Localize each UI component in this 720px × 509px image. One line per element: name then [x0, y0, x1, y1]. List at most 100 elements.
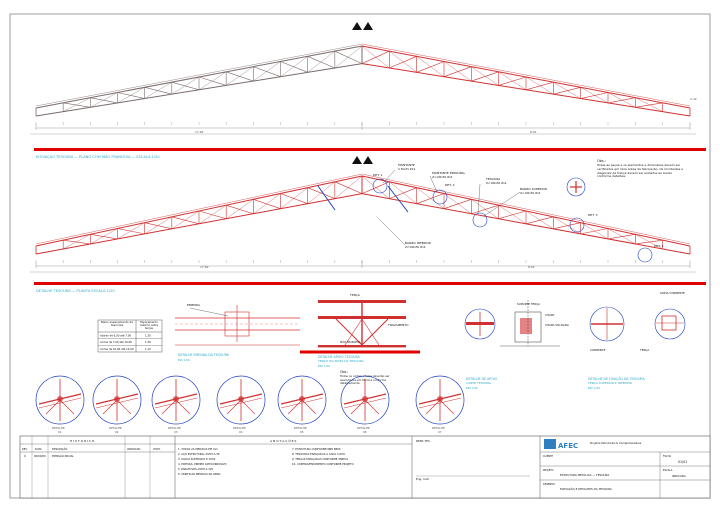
circle-detail-number: 07: [438, 430, 442, 434]
right-web-diagonal: [361, 181, 390, 194]
right-web-diagonal: [471, 204, 499, 215]
right-web-diagonal: [471, 71, 499, 82]
tb-anotacoes-header: A N O T A Ç Õ E S: [270, 438, 297, 443]
left-web-diagonal: [117, 92, 145, 99]
tb-resp-name: Eng. Civil: [416, 477, 429, 481]
circle-detail-number: 02: [115, 430, 119, 434]
right-web-diagonal-2: [580, 87, 609, 104]
spacing-table: [97, 319, 163, 353]
circle-detail-label: DETALHE: [432, 426, 445, 430]
left-web-diagonal-2: [117, 87, 145, 104]
left-web-diagonal: [307, 187, 335, 199]
gusset-node: [114, 396, 120, 402]
circle-detail-label: DETALHE: [168, 426, 181, 430]
left-web-diagonal-2: [226, 66, 254, 86]
right-web-diagonal-2: [553, 216, 581, 235]
tb-note-line: 6. VERIFICAR MEDIDAS NA OBRA: [178, 472, 221, 476]
callout-terca2: TERÇA: [639, 348, 649, 352]
top-chord-left-edge: [35, 173, 363, 245]
dim-mid-half: 8,91: [528, 265, 535, 269]
right-web-diagonal-2: [580, 222, 609, 240]
callout-terca: TERÇA: [349, 293, 361, 297]
right-web-diagonal-2: [525, 76, 554, 95]
tb-note-line: 3. SOLDA ELETRODO E-70XX: [178, 457, 216, 461]
left-web-diagonal: [280, 193, 308, 204]
right-web-diagonal: [580, 228, 609, 235]
callout-travamento: TRAVAMENTO: [387, 323, 409, 327]
circle-detail-frame: [35, 375, 85, 425]
detail-apoio-scale: ESC 1/20: [318, 364, 330, 368]
right-web-diagonal-2: [471, 199, 499, 219]
left-web-diagonal-2: [253, 61, 281, 82]
right-web-diagonal: [525, 216, 554, 225]
top-chord-left-edge: [35, 43, 363, 107]
circle-detail-label: DETALHE: [294, 426, 307, 430]
obs2-title: Obs.:: [340, 370, 348, 374]
left-web-diagonal-2: [334, 45, 363, 69]
callout-banzo-inferior: BANZO INFERIOR: [405, 241, 431, 245]
detail-apoio: [300, 300, 420, 354]
left-web-diagonal-2: [144, 82, 172, 99]
tb-project-label: PROJETO: [543, 469, 554, 472]
circle-detail-frame: [277, 375, 327, 425]
title-block: [19, 435, 711, 499]
table-row-2-b: 1,30: [145, 340, 151, 344]
callout-tesoura: TESOURA: [485, 177, 501, 181]
detail-apoio-title: DETALHE APOIO TESOURA: [318, 355, 361, 359]
left-web-diagonal-2: [198, 71, 227, 90]
tb-note-line-2: 7. ESTRUTURA CONFORME NBR 8800: [292, 447, 341, 451]
detail-corte-scale: ESC 1/20: [466, 386, 478, 390]
obs-text: Todas as peças e os elementos e dimensõe…: [597, 164, 684, 179]
left-web-diagonal-2: [334, 175, 363, 199]
detail-apoio-sub: TERÇO NO NIVEL DA TESOURA: [317, 359, 365, 363]
callout-mao-francesa: MÃO FRANCESA: [340, 339, 361, 344]
right-web-diagonal-2: [443, 61, 472, 82]
left-web-diagonal-2: [63, 97, 91, 112]
right-web-diagonal: [443, 66, 472, 77]
right-web-diagonal: [553, 87, 581, 95]
tb-note-line: 2. AÇO ESTRUTURAL ASTM A-36: [178, 452, 220, 456]
circle-detail-label: DETALHE: [109, 426, 122, 430]
callout-banzo-superior: BANZO SUPERIOR: [520, 187, 547, 191]
right-web-diagonal-2: [607, 228, 636, 245]
detail-bubble-support: [566, 177, 586, 197]
detail-bubble-1: [372, 178, 388, 194]
right-web-diagonal-2: [471, 66, 499, 86]
detail-bubble-4: [569, 217, 585, 233]
callout-linha-corrente: LINHA CORRENTE: [660, 291, 685, 295]
obs2-text-box: Todos os cortes e furos deverão ser exec…: [340, 375, 390, 385]
left-web-diagonal: [144, 87, 172, 95]
separator-band-2: [34, 282, 706, 285]
left-web-diagonal-2: [280, 187, 308, 209]
gusset-node: [299, 396, 305, 402]
right-web-diagonal: [607, 97, 636, 104]
circle-detail-frame: [216, 375, 266, 425]
table-row-2-a: Acima de 7,00 até 10,00: [100, 340, 132, 344]
right-web-diagonal: [525, 81, 554, 91]
circle-detail-frame: [92, 375, 142, 425]
circle-detail-number: 06: [363, 430, 367, 434]
callout-montante-sub: U 50x25 #14: [398, 167, 416, 171]
left-web-diagonal: [226, 71, 254, 82]
right-web-diagonal: [416, 193, 445, 204]
accent-diagonal: [317, 185, 336, 211]
callout-montante-principal-sub: 2U 100x50 #14: [432, 175, 453, 179]
left-web-diagonal: [253, 199, 281, 209]
accent-diagonal: [387, 185, 409, 213]
tb-scale-label: ESCALA: [663, 469, 673, 472]
right-web-diagonal: [389, 187, 417, 199]
left-web-diagonal: [144, 222, 172, 230]
obs-text-box: Todas as peças e os elementos e dimensõe…: [597, 164, 684, 179]
right-web-diagonal-2: [389, 181, 417, 204]
detail-fixacao-scale: ESC 1/20: [588, 386, 600, 390]
callout-banzo-superior-sub: 2U 100x50 #14: [520, 191, 541, 195]
left-web-diagonal: [198, 76, 227, 86]
left-web-diagonal: [198, 210, 227, 220]
circle-detail-frame: [340, 375, 390, 425]
callout-suporte: SUPORTE TERÇA: [517, 302, 540, 306]
tb-sheet-no: 01/01: [678, 460, 687, 464]
right-web-diagonal-2: [498, 205, 527, 224]
